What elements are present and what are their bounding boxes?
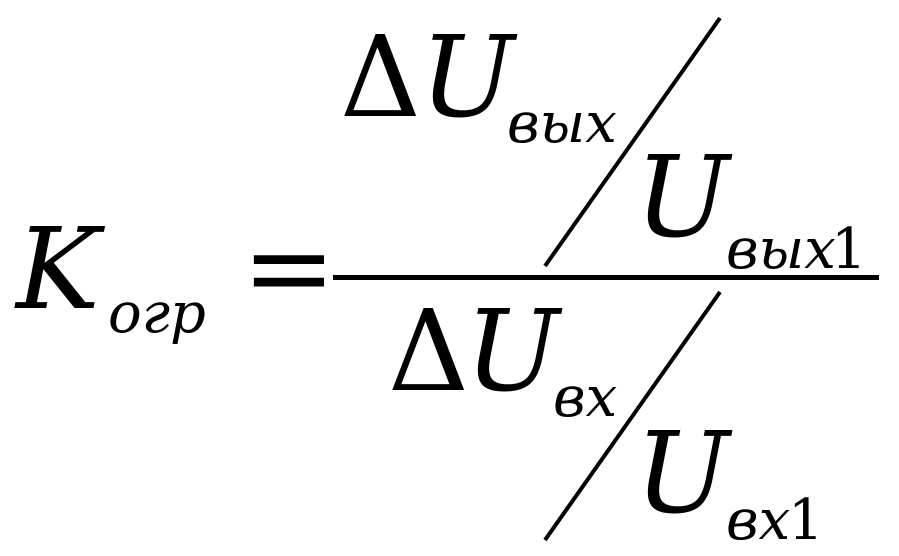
denominator-bottom-index: 1 bbox=[788, 488, 824, 553]
denominator-delta: Δ bbox=[388, 287, 469, 417]
numerator-delta: Δ bbox=[340, 13, 421, 143]
lhs-symbol: K bbox=[16, 205, 100, 335]
denominator-bottom-symbol: U bbox=[635, 409, 730, 539]
numerator-bottom-subscript: вых bbox=[726, 217, 836, 282]
numerator-top-symbol: U bbox=[420, 13, 515, 143]
denominator-diagonal-line bbox=[543, 290, 722, 542]
numerator-bottom-index: 1 bbox=[831, 217, 867, 282]
numerator-diagonal-line bbox=[543, 16, 722, 268]
numerator-top-subscript: вых bbox=[507, 91, 617, 156]
numerator-bottom-symbol: U bbox=[635, 133, 730, 263]
lhs-subscript: огр bbox=[108, 281, 206, 346]
denominator-bottom-subscript: вх bbox=[726, 488, 791, 553]
denominator-top-subscript: вх bbox=[553, 365, 618, 430]
main-fraction-line bbox=[333, 275, 879, 280]
equals-sign: = bbox=[242, 203, 336, 333]
denominator-top-symbol: U bbox=[465, 287, 560, 417]
